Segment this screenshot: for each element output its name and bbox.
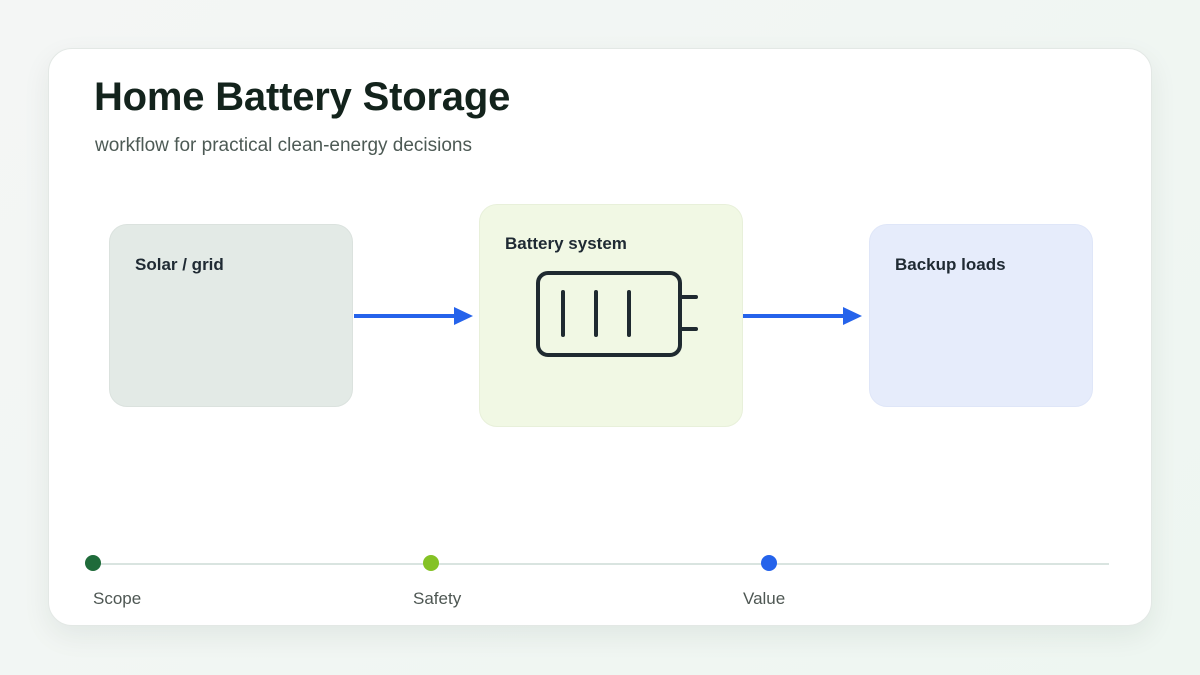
timeline-label-safety: Safety	[413, 589, 462, 608]
timeline-dot-safety	[423, 555, 439, 571]
timeline-label-value: Value	[743, 589, 786, 608]
loads-node-label: Backup loads	[895, 255, 1006, 274]
battery-node: Battery system	[479, 204, 743, 427]
arrow-source-to-battery	[354, 307, 473, 325]
arrow-battery-to-loads	[743, 307, 862, 325]
loads-node: Backup loads	[869, 224, 1093, 407]
diagram-card: Home Battery Storage workflow for practi…	[48, 48, 1152, 626]
source-node-label: Solar / grid	[135, 255, 224, 274]
source-node: Solar / grid	[109, 224, 353, 407]
timeline-track	[93, 563, 1109, 565]
page-subtitle: workflow for practical clean-energy deci…	[95, 135, 472, 156]
timeline-label-scope: Scope	[93, 589, 142, 608]
timeline-dot-value	[761, 555, 777, 571]
battery-icon	[536, 271, 698, 357]
page-title: Home Battery Storage	[94, 75, 511, 119]
battery-node-label: Battery system	[505, 234, 627, 253]
timeline-dot-scope	[85, 555, 101, 571]
